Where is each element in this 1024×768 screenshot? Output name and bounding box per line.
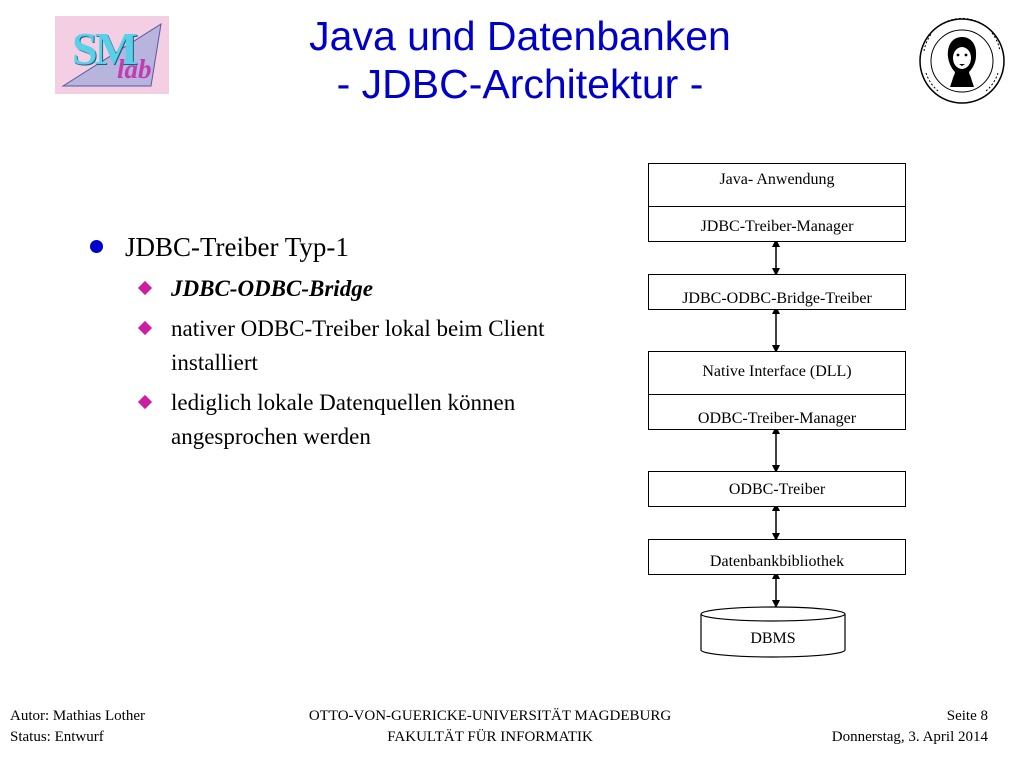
footer-center: OTTO-VON-GUERICKE-UNIVERSITÄT MAGDEBURG …	[230, 706, 750, 748]
footer-author: Autor: Mathias Lother	[10, 708, 145, 724]
box-odbc-driver-label: ODBC-Treiber	[728, 481, 826, 498]
sub-bullet-3: lediglich lokale Datenquellen können ang…	[136, 386, 620, 454]
bullet-list: JDBC-Treiber Typ-1 JDBC-ODBC-Bridge nati…	[90, 230, 620, 460]
slide-title: Java und Datenbanken - JDBC-Architektur …	[200, 12, 840, 108]
bullet-main-text: JDBC-Treiber Typ-1	[125, 232, 349, 262]
box-divider	[649, 394, 905, 395]
box-java-application: Java- Anwendung JDBC-Treiber-Manager	[648, 163, 906, 242]
logo-text-main: SM	[72, 23, 138, 74]
box-jdbc-odbc-bridge-driver-label: JDBC-ODBC-Bridge-Treiber	[682, 290, 872, 307]
box-database-library-label: Datenbankbibliothek	[709, 553, 845, 570]
box-native-interface-label: Native Interface (DLL)	[702, 363, 852, 380]
footer-page-number: Seite 8	[946, 708, 988, 724]
box-database-library: Datenbankbibliothek	[648, 539, 906, 575]
footer-status: Status: Entwurf	[10, 729, 104, 745]
sub-bullet-1: JDBC-ODBC-Bridge	[136, 272, 620, 306]
box-divider	[649, 206, 905, 207]
title-line-2: - JDBC-Architektur -	[336, 61, 704, 107]
footer-left: Autor: Mathias Lother Status: Entwurf	[10, 706, 145, 748]
logo-text-sub: lab	[117, 54, 152, 84]
sub-bullet-2: nativer ODBC-Treiber lokal beim Client i…	[136, 312, 620, 380]
box-odbc-driver-manager-label: ODBC-Treiber-Manager	[697, 410, 857, 427]
sub-bullet-3-text: lediglich lokale Datenquellen können ang…	[171, 390, 516, 449]
box-native-interface: Native Interface (DLL) ODBC-Treiber-Mana…	[648, 351, 906, 430]
sub-bullet-1-text: JDBC-ODBC-Bridge	[171, 276, 373, 301]
dbms-cylinder	[700, 606, 846, 658]
box-jdbc-odbc-bridge-driver: JDBC-ODBC-Bridge-Treiber	[648, 274, 906, 310]
box-java-application-label: Java- Anwendung	[719, 171, 835, 188]
sub-bullet-2-text: nativer ODBC-Treiber lokal beim Client i…	[171, 316, 545, 375]
smlab-logo: SM lab	[55, 16, 169, 94]
footer-university: OTTO-VON-GUERICKE-UNIVERSITÄT MAGDEBURG	[308, 708, 672, 724]
footer-right: Seite 8 Donnerstag, 3. April 2014	[832, 706, 988, 748]
box-odbc-driver: ODBC-Treiber	[648, 471, 906, 507]
dbms-label: DBMS	[750, 630, 796, 647]
footer-faculty: FAKULTÄT FÜR INFORMATIK	[387, 729, 593, 745]
logo-triangle-graphic	[61, 22, 162, 87]
box-jdbc-driver-manager-label: JDBC-Treiber-Manager	[700, 218, 854, 235]
university-seal-logo	[918, 17, 1006, 105]
title-line-1: Java und Datenbanken	[309, 13, 731, 59]
footer-date: Donnerstag, 3. April 2014	[831, 729, 988, 745]
bullet-dot-icon	[90, 240, 103, 253]
bullet-main: JDBC-Treiber Typ-1	[90, 230, 620, 264]
